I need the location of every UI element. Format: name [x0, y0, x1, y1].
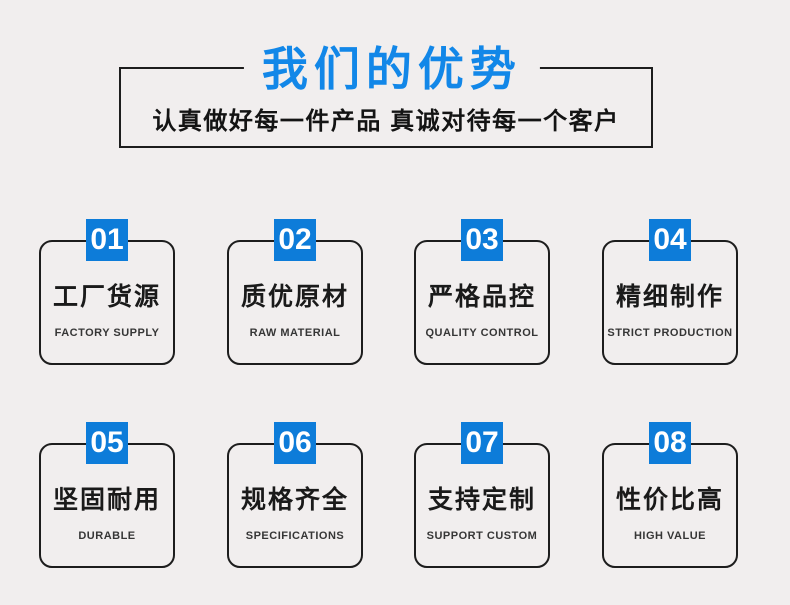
- card-subtitle: STRICT PRODUCTION: [607, 327, 733, 339]
- advantage-card-02: 02 质优原材 RAW MATERIAL: [227, 219, 363, 365]
- number-badge: 06: [274, 422, 316, 464]
- number-badge: 05: [86, 422, 128, 464]
- card-subtitle: FACTORY SUPPLY: [54, 327, 160, 339]
- section-header: 我们的优势 认真做好每一件产品 真诚对待每一个客户: [119, 46, 653, 148]
- number-badge: 03: [461, 219, 503, 261]
- section-subtitle: 认真做好每一件产品 真诚对待每一个客户: [152, 108, 620, 135]
- number-badge: 08: [649, 422, 691, 464]
- card-title: 质优原材: [240, 283, 349, 311]
- card-title: 工厂货源: [52, 283, 161, 311]
- card-subtitle: SPECIFICATIONS: [245, 530, 345, 542]
- number-badge: 02: [274, 219, 316, 261]
- advantage-card-01: 01 工厂货源 FACTORY SUPPLY: [39, 219, 175, 365]
- card-subtitle: QUALITY CONTROL: [425, 327, 539, 339]
- section-title: 我们的优势: [243, 46, 540, 92]
- card-title: 性价比高: [615, 486, 724, 514]
- number-badge: 07: [461, 422, 503, 464]
- card-title: 精细制作: [615, 283, 724, 311]
- number-badge: 04: [649, 219, 691, 261]
- card-subtitle: RAW MATERIAL: [249, 327, 341, 339]
- advantage-card-03: 03 严格品控 QUALITY CONTROL: [414, 219, 550, 365]
- advantage-card-04: 04 精细制作 STRICT PRODUCTION: [602, 219, 738, 365]
- card-title: 支持定制: [427, 486, 536, 514]
- number-badge: 01: [86, 219, 128, 261]
- card-title: 坚固耐用: [52, 486, 161, 514]
- card-subtitle: HIGH VALUE: [633, 530, 707, 542]
- card-title: 规格齐全: [240, 486, 349, 514]
- advantage-card-06: 06 规格齐全 SPECIFICATIONS: [227, 422, 363, 568]
- advantage-card-05: 05 坚固耐用 DURABLE: [39, 422, 175, 568]
- card-subtitle: DURABLE: [78, 530, 136, 542]
- advantage-card-07: 07 支持定制 SUPPORT CUSTOM: [414, 422, 550, 568]
- card-title: 严格品控: [427, 283, 536, 311]
- card-subtitle: SUPPORT CUSTOM: [426, 530, 538, 542]
- advantage-card-08: 08 性价比高 HIGH VALUE: [602, 422, 738, 568]
